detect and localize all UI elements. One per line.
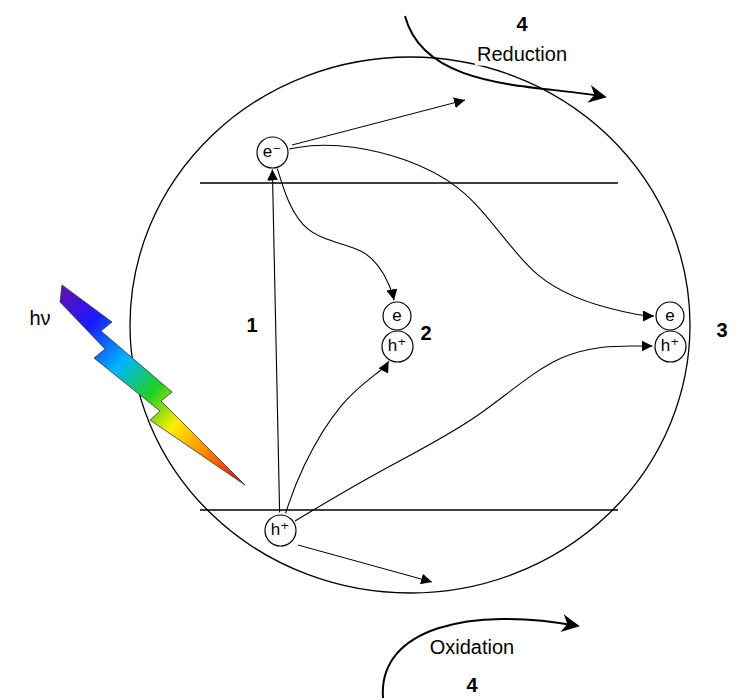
process-label: Reduction	[475, 43, 569, 66]
carrier-symbol: h⁺	[661, 337, 679, 356]
light-bolt	[60, 285, 245, 485]
carrier-symbol: e⁻	[263, 143, 281, 162]
charge-carrier: e	[655, 301, 685, 331]
leader-arrow	[298, 545, 432, 582]
process-label: Oxidation	[428, 636, 517, 659]
callout-number: 1	[244, 314, 259, 337]
oxidation-arrow	[383, 619, 578, 698]
charge-carrier: e	[382, 301, 412, 331]
leader-arrow	[292, 100, 465, 145]
charge-carrier: e⁻	[256, 136, 289, 169]
carrier-path	[272, 169, 279, 512]
carrier-path	[289, 145, 654, 316]
reduction-arrow	[405, 16, 605, 97]
callout-number: 3	[714, 319, 729, 342]
charge-carrier: h⁺	[381, 330, 414, 363]
particle-outline	[130, 57, 690, 593]
carrier-symbol: h⁺	[271, 521, 289, 540]
conduction-band	[200, 182, 618, 183]
carrier-symbol: e	[665, 307, 674, 326]
charge-carrier: h⁺	[654, 330, 687, 363]
callout-number: 2	[418, 322, 433, 345]
carrier-path	[286, 361, 389, 513]
callout-number: 4	[464, 674, 479, 697]
carrier-symbol: e	[392, 307, 401, 326]
carrier-path	[277, 169, 394, 301]
valence-band	[200, 509, 618, 510]
callout-number: 4	[514, 13, 529, 36]
photon-label: hν	[27, 307, 52, 330]
carrier-path	[295, 346, 652, 521]
carrier-symbol: h⁺	[388, 337, 406, 356]
charge-carrier: h⁺	[264, 514, 297, 547]
